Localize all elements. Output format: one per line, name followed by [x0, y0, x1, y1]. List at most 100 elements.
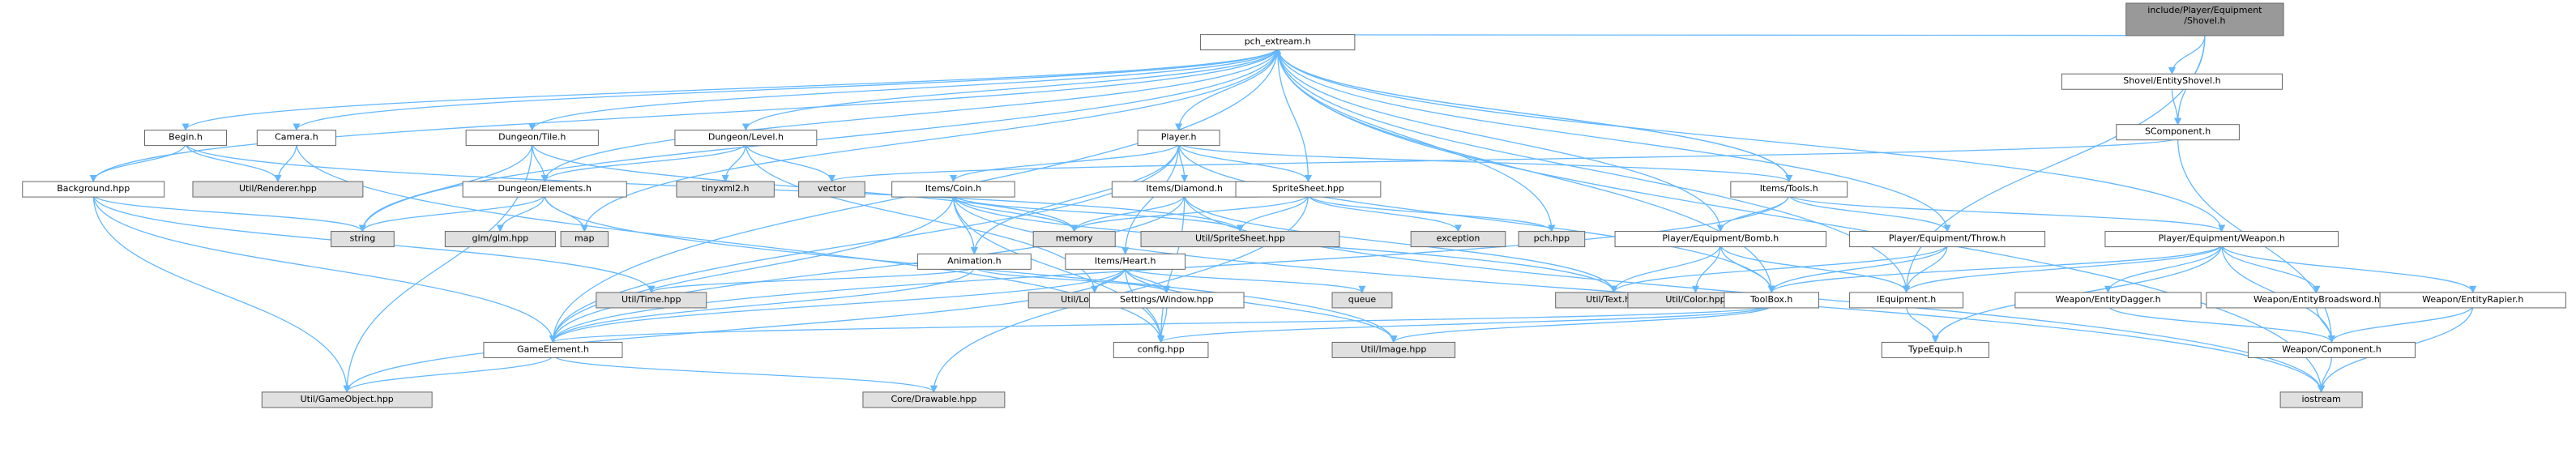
node-utilGameObject: Util/GameObject.hpp — [261, 391, 433, 408]
edge-iequip-to-typeequip — [1905, 305, 1939, 344]
node-label: Weapon/EntityRapier.h — [2422, 294, 2523, 305]
node-background[interactable]: Background.hpp — [22, 181, 165, 198]
edge-coin-to-config — [952, 194, 1165, 344]
edge-tools-to-pch — [1274, 46, 1790, 182]
node-label: Background.hpp — [57, 183, 130, 194]
node-label: Util/Time.hpp — [622, 294, 681, 305]
edge-background-to-gameelement — [92, 194, 557, 344]
node-label: Items/Coin.h — [925, 183, 981, 194]
node-label: vector — [818, 183, 846, 194]
edge-diamond-to-memory — [1070, 194, 1185, 233]
node-label: Settings/Window.hpp — [1120, 294, 1214, 305]
edge-begin-to-background — [89, 143, 186, 183]
node-wbroad[interactable]: Weapon/EntityBroadsword.h — [2206, 292, 2428, 309]
node-glm: glm/glm.hpp — [444, 231, 556, 248]
edge-pch-to-begin — [182, 47, 1279, 131]
node-label: pch.hpp — [1534, 233, 1570, 244]
edge-root-to-pch — [1276, 33, 2206, 41]
node-gameelement[interactable]: GameElement.h — [483, 341, 623, 358]
node-label: Dungeon/Tile.h — [498, 132, 566, 143]
node-dtile[interactable]: Dungeon/Tile.h — [465, 130, 599, 147]
edge-camera-to-utilRenderer — [274, 143, 297, 183]
node-begin[interactable]: Begin.h — [143, 130, 228, 147]
edge-root-to-shovelEnt — [2168, 35, 2206, 75]
node-wrapier[interactable]: Weapon/EntityRapier.h — [2379, 292, 2566, 309]
node-typeequip[interactable]: TypeEquip.h — [1881, 341, 1989, 358]
edge-sprite-to-exception — [1307, 194, 1463, 233]
node-player[interactable]: Player.h — [1137, 130, 1220, 147]
edge-diamond-to-gameelement — [549, 194, 1185, 344]
node-utilSprite: Util/SpriteSheet.hpp — [1140, 231, 1340, 248]
node-weapon[interactable]: Player/Equipment/Weapon.h — [2104, 231, 2339, 248]
node-utilImage: Util/Image.hpp — [1331, 341, 1456, 358]
node-animation[interactable]: Animation.h — [916, 253, 1032, 270]
edge-shovelEnt-to-scomp — [2171, 87, 2182, 126]
node-label: Camera.h — [275, 132, 318, 143]
node-label: Items/Heart.h — [1095, 255, 1156, 266]
edge-pch-to-player — [1175, 47, 1279, 131]
node-diamond[interactable]: Items/Diamond.h — [1111, 181, 1258, 198]
node-iostream: iostream — [2279, 391, 2363, 408]
edge-throw-to-utilText — [1610, 244, 1948, 293]
node-wcomp[interactable]: Weapon/Component.h — [2247, 341, 2416, 358]
node-throw[interactable]: Player/Equipment/Throw.h — [1849, 231, 2046, 248]
node-heart[interactable]: Items/Heart.h — [1065, 253, 1186, 270]
edge-gameelement-to-utilGameObject — [343, 355, 554, 393]
node-camera[interactable]: Camera.h — [256, 130, 336, 147]
edge-wdagger-to-wcomp — [2107, 305, 2335, 344]
edge-sprite-to-utilSprite — [1236, 194, 1309, 233]
edge-throw-to-pch — [1274, 46, 1948, 232]
node-wdagger[interactable]: Weapon/EntityDagger.h — [2014, 292, 2202, 309]
node-label: tinyxml2.h — [702, 183, 750, 194]
node-label: Util/Color.hpp — [1665, 294, 1725, 305]
edge-pch-to-dlevel — [741, 47, 1279, 131]
edge-heart-to-gameelement — [549, 267, 1126, 344]
node-label: Begin.h — [169, 132, 203, 143]
node-label: string — [350, 233, 376, 244]
edge-delements-to-string — [358, 194, 545, 233]
node-label: ToolBox.h — [1749, 294, 1792, 305]
edge-weapon-to-wdagger — [2104, 244, 2223, 293]
edge-begin-to-utilRenderer — [185, 143, 282, 183]
edge-animation-to-gameelement — [549, 267, 975, 344]
node-coin[interactable]: Items/Coin.h — [891, 181, 1015, 198]
edge-throw-to-toolbox — [1767, 244, 1948, 293]
node-label: exception — [1437, 233, 1480, 244]
edge-weapon-to-pch — [1274, 46, 2223, 232]
node-scomp[interactable]: SComponent.h — [2116, 124, 2240, 141]
edge-pch-to-background — [89, 47, 1279, 183]
node-settingsWindow[interactable]: Settings/Window.hpp — [1089, 292, 1245, 309]
edge-dtile-to-delements — [532, 143, 549, 183]
node-label: Dungeon/Level.h — [708, 132, 784, 143]
node-label: Util/Image.hpp — [1361, 344, 1426, 354]
node-dlevel[interactable]: Dungeon/Level.h — [674, 130, 818, 147]
node-tools[interactable]: Items/Tools.h — [1730, 181, 1848, 198]
edge-pch-to-sprite — [1277, 47, 1312, 183]
node-label: Animation.h — [947, 255, 1002, 266]
node-label: Dungeon/Elements.h — [498, 183, 592, 194]
edge-delements-to-glm — [496, 194, 545, 233]
edge-heart-to-utilImage — [1125, 267, 1398, 344]
node-label: Weapon/EntityDagger.h — [2055, 294, 2160, 305]
node-label: IEquipment.h — [1877, 294, 1936, 305]
node-sprite[interactable]: SpriteSheet.hpp — [1235, 181, 1382, 198]
node-label: Items/Tools.h — [1760, 183, 1818, 194]
node-config[interactable]: config.hpp — [1113, 341, 1209, 358]
node-label: Weapon/Component.h — [2282, 344, 2381, 354]
node-root: include/Player/Equipment/Shovel.h — [2125, 2, 2284, 36]
node-string: string — [331, 231, 395, 248]
node-label: Player/Equipment/Bomb.h — [1662, 233, 1779, 244]
node-label: Player/Equipment/Throw.h — [1889, 233, 2006, 244]
edge-sprite-to-memory — [1070, 194, 1309, 233]
node-delements[interactable]: Dungeon/Elements.h — [462, 181, 627, 198]
node-toolbox[interactable]: ToolBox.h — [1724, 292, 1820, 309]
node-pch[interactable]: pch_extream.h — [1199, 34, 1356, 51]
node-coreDrawable: Core/Drawable.hpp — [862, 391, 1006, 408]
node-label: glm/glm.hpp — [472, 233, 529, 244]
edge-background-to-utilGameObject — [92, 194, 351, 393]
node-iequip[interactable]: IEquipment.h — [1849, 292, 1964, 309]
node-shovelEnt[interactable]: Shovel/EntityShovel.h — [2061, 73, 2283, 90]
edge-bomb-to-utilColor — [1691, 244, 1721, 293]
node-bomb[interactable]: Player/Equipment/Bomb.h — [1614, 231, 1827, 248]
edge-wcomp-to-iostream — [2318, 355, 2333, 393]
